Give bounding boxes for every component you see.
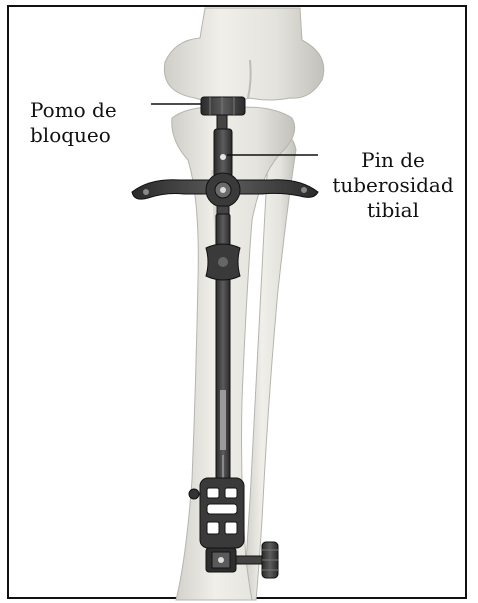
tibial-pin-block	[214, 129, 232, 177]
femur-bone	[164, 8, 323, 102]
locking-knob-label: Pomo de bloqueo	[30, 98, 117, 148]
tibial-pin-label: Pin de tuberosidad tibial	[318, 148, 468, 223]
